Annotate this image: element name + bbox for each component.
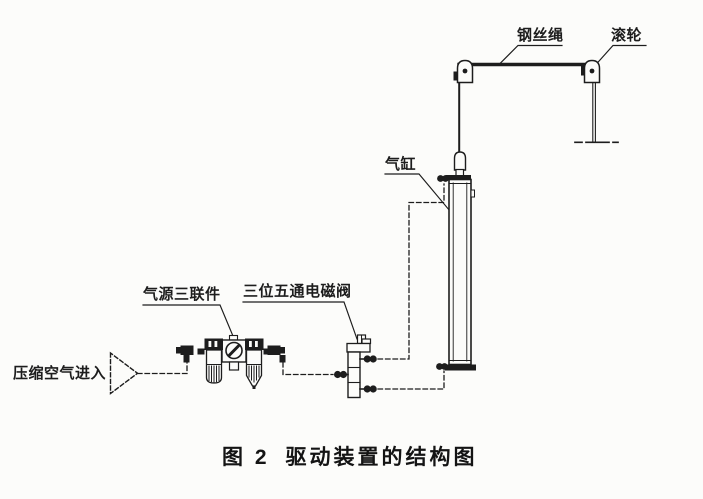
gauge-needle xyxy=(227,344,241,357)
pulley-left-axle xyxy=(462,68,468,74)
label-wire-rope: 钢丝绳 xyxy=(517,27,564,44)
hose-frl-to-valve xyxy=(282,361,334,376)
valve-cap xyxy=(346,342,371,353)
filter-cap-slot xyxy=(208,341,212,347)
frl-outlet-nipple xyxy=(263,348,271,355)
cylinder-top-port xyxy=(437,175,449,182)
filter-cap-slot xyxy=(214,341,218,347)
lubricator-cap-slot xyxy=(249,341,252,347)
air-hoses xyxy=(136,183,445,390)
frl-inlet-elbow-fitting xyxy=(176,345,194,363)
air-inlet-triangle xyxy=(109,351,139,395)
frl-outlet-elbow-fitting xyxy=(267,345,286,363)
valve-cap-step xyxy=(361,338,372,345)
cylinder-side-tab xyxy=(470,189,475,198)
hose-inlet-to-frl xyxy=(136,360,188,375)
lubricator-cap xyxy=(245,338,264,350)
pulley-right-axle xyxy=(589,68,595,74)
leader-lines xyxy=(142,44,647,340)
lubricator-bowl-hatch xyxy=(248,365,260,383)
filter-cap xyxy=(204,338,223,350)
regulator-knob xyxy=(228,361,240,371)
figure-number: 图 2 xyxy=(222,446,270,469)
leader-frl-unit xyxy=(142,304,235,340)
leader-roller xyxy=(595,44,647,66)
lubricator-drain-nub xyxy=(252,385,256,389)
leader-wire-rope xyxy=(499,44,563,65)
figure-caption: 图 2 驱动装置的结构图 xyxy=(222,441,478,471)
label-cylinder: 气缸 xyxy=(385,156,417,173)
hose-valve-to-cylinder-top xyxy=(377,183,445,360)
leader-cylinder xyxy=(384,173,461,224)
filter-bowl-hatch xyxy=(208,365,220,383)
label-solenoid-valve: 三位五通电磁阀 xyxy=(243,283,352,300)
cylinder-bottom-port xyxy=(436,363,448,370)
wire-rope-assembly xyxy=(453,59,619,154)
lubricator-cap-slot xyxy=(255,341,258,347)
label-air-inlet: 压缩空气进入 xyxy=(13,365,107,382)
cylinder-top-flange xyxy=(445,175,471,180)
cylinder-body xyxy=(448,178,472,366)
leader-solenoid-valve xyxy=(242,301,358,340)
frl-inlet-nipple xyxy=(197,348,205,355)
cylinder-bottom-flange xyxy=(445,364,476,371)
valve-port-b-fitting xyxy=(363,385,377,393)
label-roller: 滚轮 xyxy=(611,27,643,44)
valve-body xyxy=(347,351,361,399)
figure-title: 驱动装置的结构图 xyxy=(285,446,478,469)
pulley-left-wheel xyxy=(453,71,458,81)
air-cylinder xyxy=(436,151,476,371)
hose-valve-to-cylinder-bottom xyxy=(377,370,445,390)
pulley-right-wheel xyxy=(581,63,586,76)
label-air-source-triple-unit: 气源三联件 xyxy=(143,286,221,303)
rod-clevis xyxy=(453,151,467,171)
solenoid-valve xyxy=(334,334,377,399)
valve-inlet-fitting xyxy=(334,370,347,379)
air-source-triple-unit xyxy=(176,334,286,389)
valve-port-a-fitting xyxy=(363,355,377,363)
